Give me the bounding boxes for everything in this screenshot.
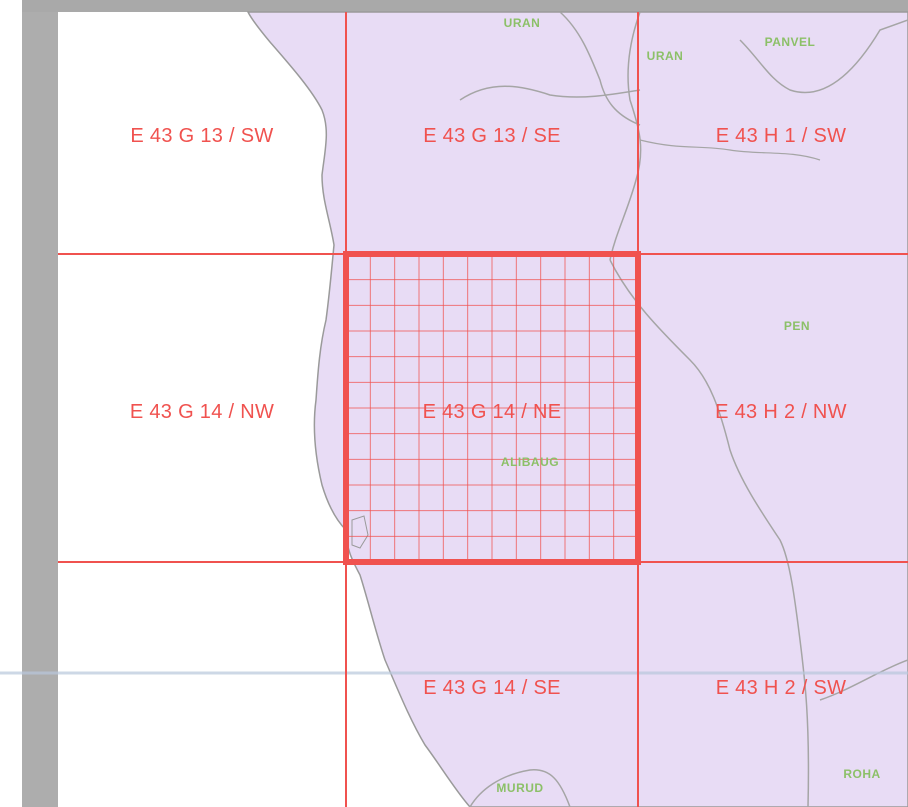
river-6 <box>469 769 571 807</box>
map-frame-left <box>22 0 58 807</box>
sheet-label-e43g14nw[interactable]: E 43 G 14 / NW <box>130 401 274 423</box>
sheet-labels: E 43 G 13 / SW E 43 G 13 / SE E 43 H 1 /… <box>130 125 847 699</box>
sheet-label-e43h2sw[interactable]: E 43 H 2 / SW <box>716 677 847 699</box>
place-label-uran-top: URAN <box>504 16 541 30</box>
place-label-murud: MURUD <box>496 781 543 795</box>
island <box>351 515 369 549</box>
river-1 <box>609 259 810 807</box>
place-label-uran: URAN <box>647 49 684 63</box>
sheet-label-e43h1sw[interactable]: E 43 H 1 / SW <box>716 125 847 147</box>
river-7 <box>819 659 908 701</box>
land-mass <box>246 11 908 807</box>
sheet-subgrid <box>346 254 638 562</box>
river-8 <box>639 139 821 161</box>
map-frame-top <box>22 0 908 12</box>
river-4 <box>459 85 641 101</box>
sheet-label-e43g14ne[interactable]: E 43 G 14 / NE <box>423 401 562 423</box>
sheet-label-e43g13se[interactable]: E 43 G 13 / SE <box>423 125 561 147</box>
place-label-alibaug: ALIBAUG <box>501 455 559 469</box>
place-label-roha: ROHA <box>843 767 880 781</box>
sheet-label-e43g14se[interactable]: E 43 G 14 / SE <box>423 677 561 699</box>
river-5 <box>739 19 908 94</box>
place-label-panvel: PANVEL <box>765 35 816 49</box>
sheet-label-e43g13sw[interactable]: E 43 G 13 / SW <box>130 125 273 147</box>
place-labels: URAN URAN PANVEL PEN ALIBAUG MURUD ROHA <box>496 16 880 795</box>
outer-margin <box>0 0 22 807</box>
sheet-label-e43h2nw[interactable]: E 43 H 2 / NW <box>715 401 847 423</box>
river-3 <box>559 11 641 126</box>
place-label-pen: PEN <box>784 319 810 333</box>
selected-sheet-outline[interactable] <box>343 251 641 565</box>
